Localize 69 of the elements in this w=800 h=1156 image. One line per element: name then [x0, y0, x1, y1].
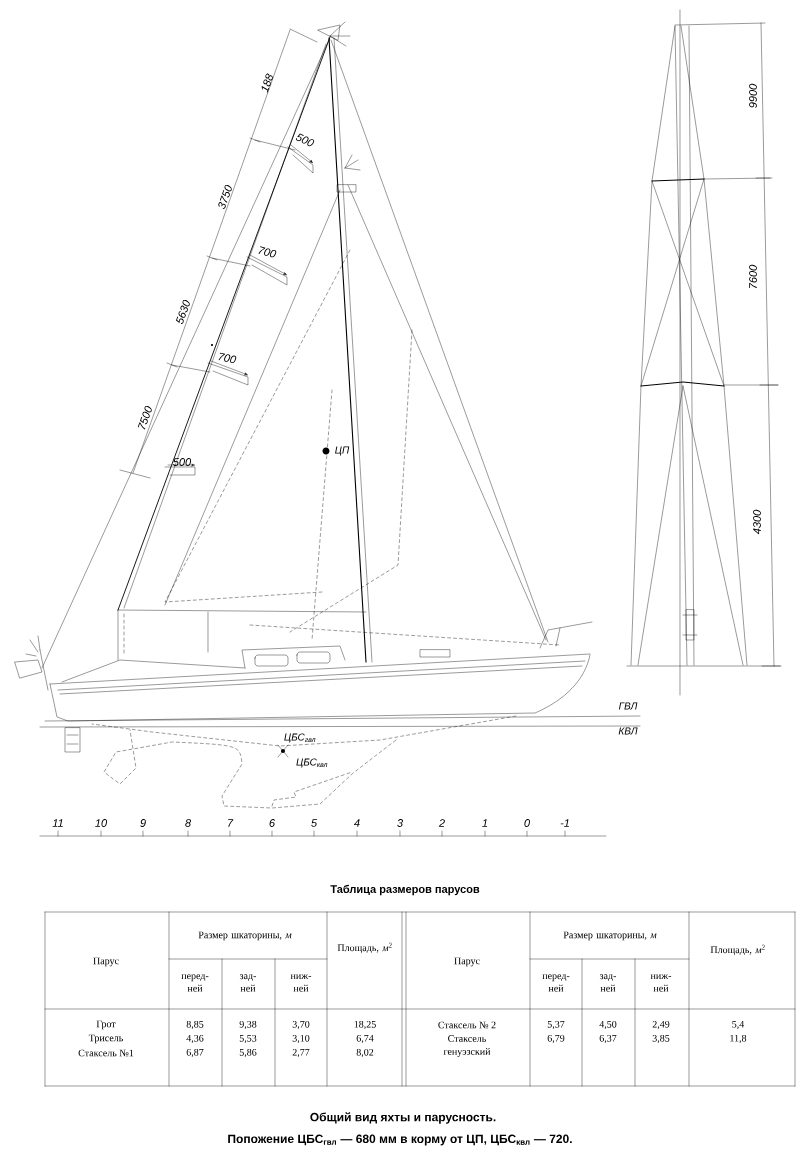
table-cell: 3,85 — [652, 1034, 670, 1044]
scale-number: -1 — [560, 819, 569, 827]
table-cell: 6,87 — [186, 1048, 204, 1058]
table-cell: 5,4 — [732, 1020, 745, 1030]
table-cell: 3,10 — [292, 1034, 310, 1044]
scale-number: 6 — [269, 819, 276, 827]
table-cell: Стаксель №1 — [78, 1049, 134, 1057]
table-cell: 5,37 — [547, 1020, 565, 1030]
point-label: ЦБС$_{гвл}$ — [284, 733, 316, 743]
table-cell: Трисель — [88, 1034, 123, 1044]
scale-number: 4 — [354, 819, 360, 827]
scale-number: 8 — [185, 819, 191, 827]
scale-number: 0 — [524, 819, 530, 827]
dimension-label: 9900 — [749, 83, 757, 108]
table-title: Таблица размеров парусов — [330, 884, 480, 896]
caption: Общий вид яхты и парусность. — [310, 1112, 496, 1124]
table-cell: 9,38 — [239, 1020, 257, 1030]
table-cell: Стаксель генуэзский — [443, 1035, 491, 1057]
table-cell: Грот — [96, 1020, 116, 1030]
table-cell: 18,25 — [354, 1020, 376, 1030]
point-label: ЦБС$_{квл}$ — [296, 758, 328, 768]
dimension-label: 7600 — [749, 264, 757, 289]
dimension-label: 500 — [173, 458, 192, 466]
dimension-label: 4300 — [753, 509, 761, 535]
table-header: ниж-ней — [290, 974, 312, 992]
dimension-label: 7500 — [137, 405, 152, 430]
table-cell: 5,86 — [239, 1048, 257, 1058]
table-cell: 6,37 — [599, 1034, 617, 1044]
dimension-label: 3750 — [218, 184, 232, 209]
caption-line: Попожение ЦБС$_{гвл}$ — 680 мм в корму от ЦП, ЦБС$_{квл}$ — 720. — [228, 1134, 572, 1146]
table-cell: 6,79 — [547, 1034, 565, 1044]
table-cell: 2,49 — [652, 1020, 670, 1030]
table-header: Размер шкаторины, м — [563, 931, 657, 941]
table-cell: 8,85 — [186, 1020, 204, 1030]
scale-number: 1 — [482, 819, 488, 827]
scale-number: 11 — [52, 819, 63, 827]
waterline-label: ГВЛ — [618, 702, 638, 710]
dimension-label: 700 — [218, 352, 237, 364]
table-header: Парус — [454, 957, 480, 967]
table-header: Парус — [93, 957, 119, 967]
waterline-label: КВЛ — [618, 727, 638, 735]
table-cell: 4,50 — [599, 1020, 617, 1030]
table-cell: 3,70 — [292, 1020, 310, 1030]
table-header: Размер шкаторины, м — [198, 931, 292, 941]
point-label: ЦП — [335, 446, 350, 456]
dimension-label: 5630 — [176, 299, 190, 325]
table-header: ниж-ней — [650, 974, 672, 992]
dimension-label: 188 — [261, 73, 273, 93]
table-cell: Стаксель № 2 — [438, 1021, 496, 1029]
table-cell: 11,8 — [730, 1034, 747, 1044]
table-cell: 5,53 — [239, 1034, 257, 1044]
scale-number: 5 — [311, 819, 318, 827]
table-header: зад-ней — [239, 974, 257, 992]
dimension-label: 500 — [295, 133, 315, 147]
scale-number: 3 — [397, 819, 403, 827]
table-header: Площадь, м$^{2}$ — [710, 944, 765, 956]
table-cell: 2,77 — [292, 1048, 310, 1058]
table-header: перед-ней — [181, 974, 209, 992]
table-header: зад-ней — [599, 974, 617, 992]
scale-number: 2 — [438, 819, 445, 827]
table-cell: 8,02 — [356, 1048, 374, 1058]
table-cell: 6,74 — [356, 1034, 374, 1044]
scale-number: 10 — [95, 819, 107, 827]
scale-number: 7 — [228, 819, 234, 827]
table-header: перед-ней — [542, 974, 570, 992]
table-cell: 4,36 — [186, 1034, 204, 1044]
dimension-label: 700 — [258, 246, 277, 258]
scale-number: 9 — [140, 819, 146, 827]
table-header: Площадь, м$^{2}$ — [337, 942, 392, 954]
